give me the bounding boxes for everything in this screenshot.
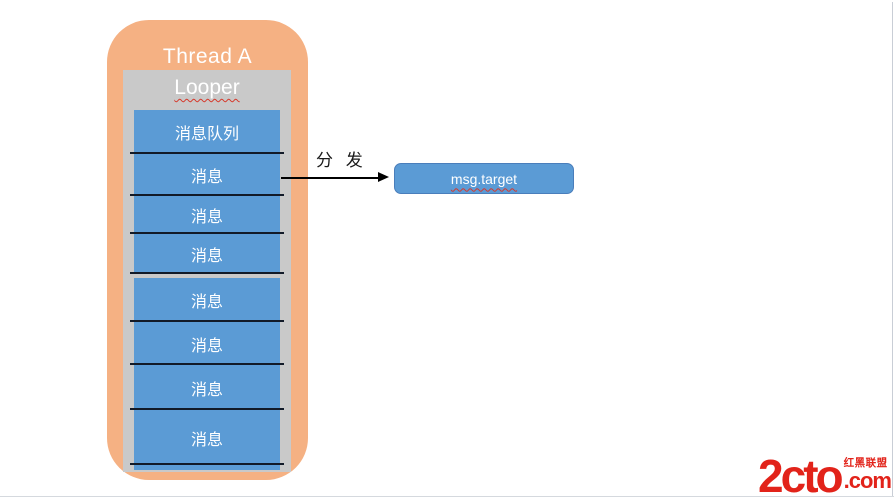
dispatch-arrow-head-icon bbox=[378, 172, 389, 182]
logo-side-column: 红黑联盟 .com bbox=[843, 457, 892, 493]
dispatch-arrow-line bbox=[281, 177, 381, 179]
looper-title-text: Looper bbox=[174, 76, 240, 99]
msg-target-label: msg.target bbox=[450, 170, 518, 187]
message-box: 消息 bbox=[130, 322, 284, 365]
message-box: 消息 bbox=[130, 410, 284, 465]
thread-a-title: Thread A bbox=[162, 45, 253, 68]
message-queue-stack: 消息队列 消息 消息 消息 消息 消息 消息 消息 bbox=[130, 110, 284, 470]
page-border-bottom bbox=[0, 496, 894, 497]
message-box: 消息 bbox=[130, 196, 284, 234]
message-box: 消息 bbox=[130, 234, 284, 274]
looper-container: Looper 消息队列 消息 消息 消息 消息 消息 消息 消息 bbox=[123, 70, 291, 472]
message-box: 消息 bbox=[130, 365, 284, 410]
message-box: 消息 bbox=[130, 154, 284, 196]
logo-domain-suffix: .com bbox=[843, 467, 892, 493]
message-queue-header-box: 消息队列 bbox=[130, 110, 284, 154]
logo-brand-text: 2cto bbox=[758, 450, 844, 502]
thread-a-container: Thread A Looper 消息队列 消息 消息 消息 消息 消息 消息 消… bbox=[107, 20, 308, 480]
msg-target-box: msg.target bbox=[394, 163, 574, 194]
dispatch-label: 分 发 bbox=[316, 151, 367, 170]
message-box-clipped bbox=[134, 465, 280, 470]
looper-title: Looper bbox=[123, 76, 291, 100]
logo-tagline: 红黑联盟 bbox=[843, 457, 888, 470]
message-box: 消息 bbox=[130, 278, 284, 322]
site-logo: 2cto 红黑联盟 .com bbox=[758, 450, 892, 502]
page-border-right bbox=[892, 2, 893, 497]
